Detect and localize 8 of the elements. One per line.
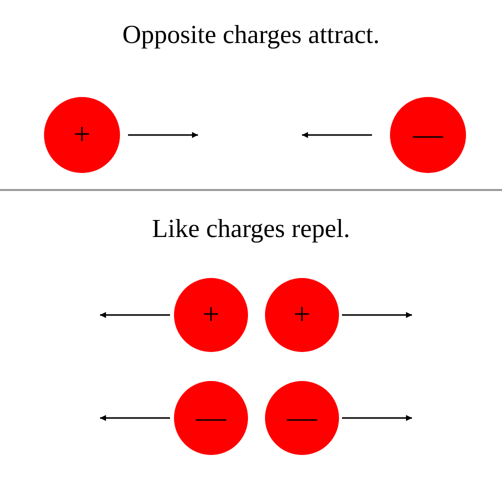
charge-sign: —	[413, 120, 443, 150]
charge-sign: +	[74, 120, 90, 150]
charge-sign: —	[196, 403, 226, 433]
charge-sign: —	[287, 403, 317, 433]
heading-text: Like charges repel.	[152, 214, 350, 243]
charge-sign: +	[202, 300, 220, 330]
charge-sign: +	[294, 300, 310, 330]
heading-text: Opposite charges attract.	[122, 20, 380, 49]
